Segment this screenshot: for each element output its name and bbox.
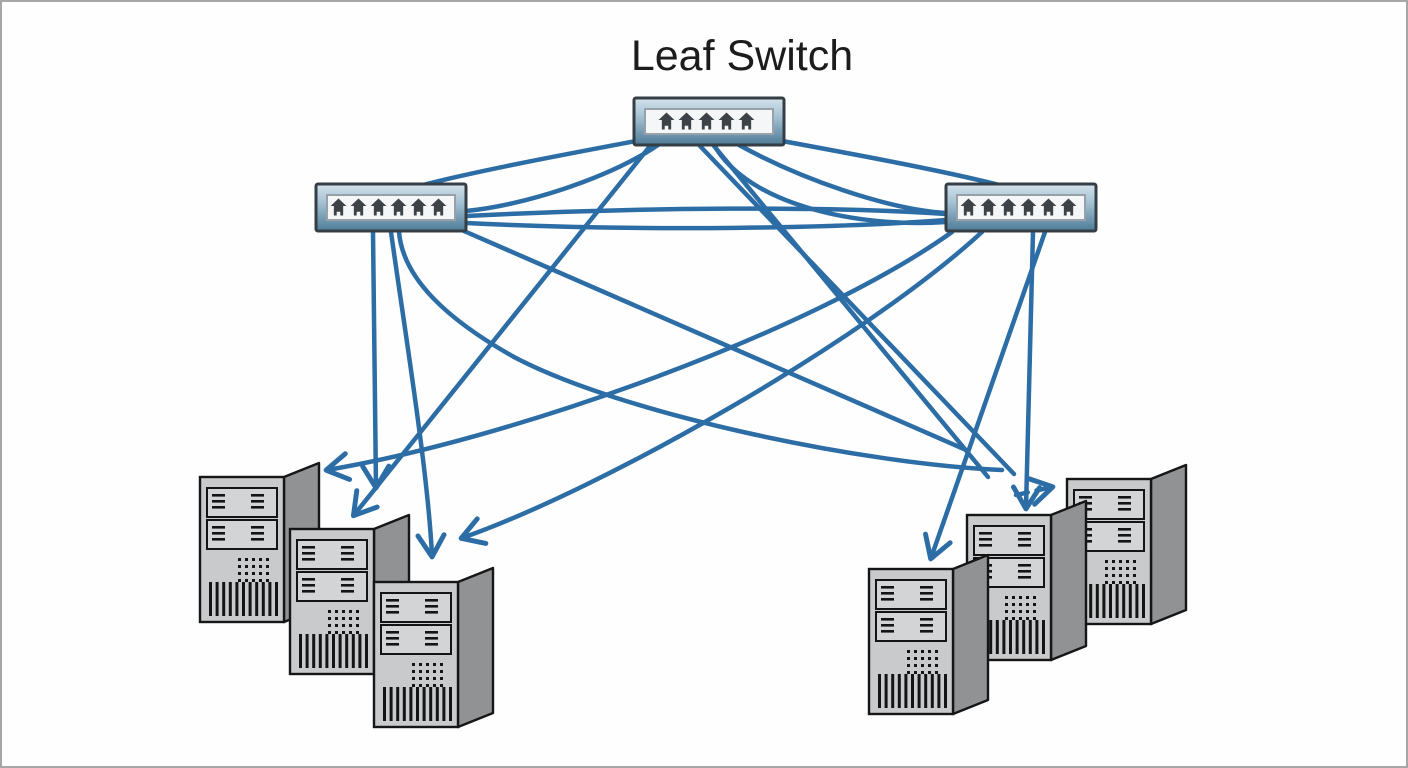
switch-left (314, 182, 468, 233)
edge-top-to-server-r-2 (697, 143, 1017, 477)
edge-layer (323, 135, 1056, 562)
edge-right-to-server-l1 (323, 229, 955, 482)
edge-top-to-server-r3-dashed (1013, 476, 1056, 507)
edge-top-to-right-2 (736, 142, 949, 216)
leaf-switch-top (632, 96, 786, 147)
edge-left-to-rgroup-curve (396, 229, 1005, 473)
edge-right-to-server-l3 (458, 229, 985, 546)
server-tower (372, 566, 495, 729)
diagram-title: Leaf Switch (630, 32, 854, 80)
edge-left-to-right-1 (463, 206, 949, 219)
server-group-left (198, 461, 495, 729)
switch-right (944, 182, 1098, 233)
edge-left-to-server-l3 (388, 229, 447, 560)
edge-top-to-left-1 (416, 135, 655, 189)
edge-right-to-server-r2 (1011, 229, 1043, 512)
edge-left-to-rgroup-line (461, 228, 967, 452)
edge-top-to-right-1 (763, 135, 1006, 189)
edge-top-to-left-2 (463, 142, 661, 214)
edge-left-to-right-2 (463, 217, 949, 231)
edge-top-to-server-r3-solid (711, 143, 991, 480)
edge-left-to-server-l2 (360, 229, 392, 491)
server-tower (867, 553, 990, 716)
edge-right-to-server-r1 (923, 229, 1048, 562)
